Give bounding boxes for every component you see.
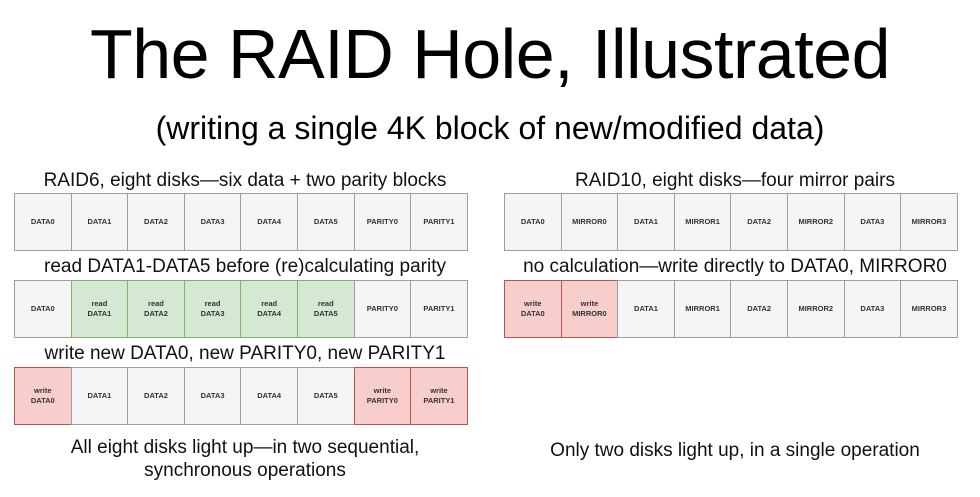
raid10-step1-caption: no calculation—write directly to DATA0, … (523, 256, 947, 277)
disk-cell: DATA3 (843, 280, 902, 338)
disk-cell: DATA2 (127, 193, 185, 251)
raid10-layout-row: DATA0 MIRROR0 DATA1 MIRROR1 DATA2 MIRROR… (504, 193, 958, 251)
disk-cell: DATA0 (504, 193, 562, 251)
disk-cell: DATA4 (240, 367, 298, 425)
disk-cell: MIRROR3 (900, 280, 958, 338)
disk-cell: DATA1 (70, 193, 129, 251)
disk-cell-read: read DATA4 (240, 280, 298, 338)
disk-cell: DATA3 (183, 193, 242, 251)
disk-cell: DATA0 (14, 193, 72, 251)
disk-cell: DATA0 (14, 280, 72, 338)
disk-cell: PARITY1 (410, 280, 468, 338)
raid6-summary: All eight disks light up—in two sequenti… (14, 436, 476, 482)
disk-cell: DATA3 (183, 367, 242, 425)
disk-cell-read: read DATA2 (127, 280, 185, 338)
raid6-summary-line1: All eight disks light up—in two sequenti… (70, 437, 420, 458)
disk-cell: PARITY0 (353, 193, 412, 251)
disk-cell: MIRROR3 (900, 193, 958, 251)
raid6-step2-caption: write new DATA0, new PARITY0, new PARITY… (44, 343, 446, 364)
disk-cell-write: write DATA0 (14, 367, 72, 425)
disk-cell-write: write DATA0 (504, 280, 562, 338)
disk-cell-read: read DATA5 (296, 280, 355, 338)
disk-cell: MIRROR1 (673, 280, 732, 338)
raid6-layout-row: DATA0 DATA1 DATA2 DATA3 DATA4 DATA5 PARI… (14, 193, 468, 251)
disk-cell: MIRROR1 (673, 193, 732, 251)
disk-cell-write: write MIRROR0 (560, 280, 619, 338)
disk-cell: MIRROR2 (786, 280, 845, 338)
disk-cell-read: read DATA3 (183, 280, 242, 338)
disk-cell: MIRROR2 (786, 193, 845, 251)
disk-cell: DATA2 (730, 280, 788, 338)
disk-cell-write: write PARITY1 (410, 367, 468, 425)
diagram-title: The RAID Hole, Illustrated (89, 15, 891, 93)
raid6-layout-caption: RAID6, eight disks—six data + two parity… (43, 170, 447, 191)
raid6-step2-row: write DATA0 DATA1 DATA2 DATA3 DATA4 DATA… (14, 367, 468, 425)
raid10-summary: Only two disks light up, in a single ope… (550, 440, 920, 461)
diagram-subtitle: (writing a single 4K block of new/modifi… (155, 110, 825, 146)
disk-cell: DATA5 (296, 193, 355, 251)
disk-cell: DATA2 (127, 367, 185, 425)
disk-cell-write: write PARITY0 (353, 367, 412, 425)
disk-cell: MIRROR0 (560, 193, 619, 251)
disk-cell: DATA5 (296, 367, 355, 425)
raid10-layout-caption: RAID10, eight disks—four mirror pairs (575, 170, 895, 191)
disk-cell: DATA4 (240, 193, 298, 251)
raid6-step1-row: DATA0 read DATA1 read DATA2 read DATA3 r… (14, 280, 468, 338)
disk-cell: DATA1 (617, 280, 675, 338)
raid6-step1-caption: read DATA1-DATA5 before (re)calculating … (44, 256, 446, 277)
disk-cell: DATA2 (730, 193, 788, 251)
raid10-step1-row: write DATA0 write MIRROR0 DATA1 MIRROR1 … (504, 280, 958, 338)
disk-cell: DATA1 (617, 193, 675, 251)
raid6-summary-line2: synchronous operations (144, 460, 346, 481)
disk-cell: PARITY0 (353, 280, 412, 338)
disk-cell: PARITY1 (410, 193, 468, 251)
disk-cell: DATA3 (843, 193, 902, 251)
disk-cell-read: read DATA1 (70, 280, 129, 338)
disk-cell: DATA1 (70, 367, 129, 425)
